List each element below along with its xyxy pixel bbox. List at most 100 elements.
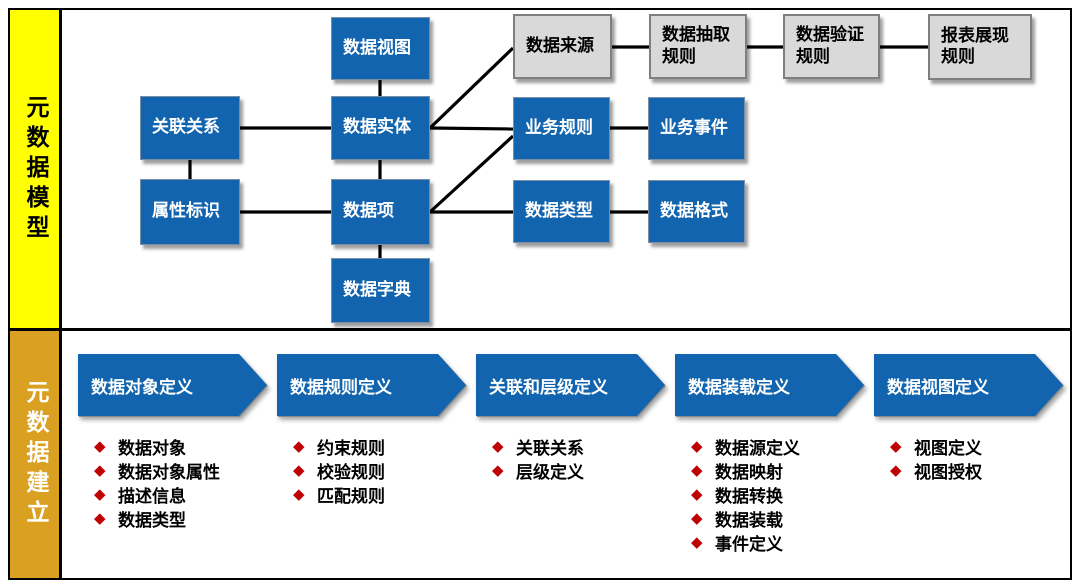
step-title: 数据对象定义: [91, 377, 193, 398]
model-node-label: 业务规则: [525, 117, 593, 138]
model-node-label: 关联关系: [152, 117, 220, 138]
diamond-bullet-icon: ◆: [691, 509, 703, 527]
step-item-list: ◆ 视图定义 ◆ 视图授权: [874, 434, 1063, 483]
step-item: ◆ 校验规则: [293, 458, 466, 483]
model-node-data-format: 数据格式: [648, 180, 745, 243]
model-node-label: 数据抽取 规则: [662, 25, 730, 67]
step-item: ◆ 视图定义: [890, 434, 1063, 459]
model-node-label: 数据实体: [343, 117, 411, 138]
model-node-extract-rule: 数据抽取 规则: [649, 14, 747, 79]
sidebar-section-metadata-model: 元数据模型: [10, 10, 59, 329]
model-node-label: 数据验证 规则: [796, 25, 864, 67]
diamond-bullet-icon: ◆: [94, 437, 106, 455]
step-item-label: 层级定义: [516, 462, 584, 483]
process-step-3: 关联和层级定义 ◆ 关联关系 ◆ 层级定义: [476, 354, 665, 483]
metadata-model-label: 元数据模型: [22, 94, 48, 245]
step-item: ◆ 约束规则: [293, 434, 466, 459]
step-arrow: 数据装载定义: [675, 354, 864, 416]
step-item: ◆ 数据装载: [691, 506, 864, 531]
step-arrow: 关联和层级定义: [476, 354, 665, 416]
diamond-bullet-icon: ◆: [492, 461, 504, 479]
model-node-report-rule: 报表展现 规则: [928, 14, 1032, 80]
step-item-label: 数据类型: [118, 510, 186, 531]
diamond-bullet-icon: ◆: [94, 461, 106, 479]
model-node-label: 数据格式: [660, 200, 728, 221]
model-node-biz-rule: 业务规则: [513, 97, 610, 160]
model-node-label: 报表展现 规则: [941, 25, 1009, 67]
step-item-label: 数据源定义: [715, 438, 800, 459]
diamond-bullet-icon: ◆: [293, 461, 305, 479]
model-node-biz-event: 业务事件: [648, 97, 745, 160]
step-item: ◆ 数据映射: [691, 458, 864, 483]
step-item: ◆ 事件定义: [691, 530, 864, 555]
model-node-label: 数据视图: [343, 37, 411, 58]
step-title: 数据装载定义: [688, 377, 790, 398]
step-title: 数据视图定义: [887, 377, 989, 398]
step-item: ◆ 数据类型: [94, 506, 267, 531]
model-node-data-item: 数据项: [331, 179, 430, 245]
sidebar-section-metadata-build: 元数据建立: [10, 331, 59, 578]
step-item: ◆数据转换: [691, 482, 864, 507]
step-item: ◆ 数据对象: [94, 434, 267, 459]
step-item-list: ◆ 关联关系 ◆ 层级定义: [476, 434, 665, 483]
step-item: ◆匹配规则: [293, 482, 466, 507]
model-node-relation: 关联关系: [140, 96, 240, 160]
step-arrow: 数据视图定义: [874, 354, 1063, 416]
diamond-bullet-icon: ◆: [890, 437, 902, 455]
sidebar-divider-line: [59, 10, 62, 578]
step-item-label: 数据装载: [715, 510, 783, 531]
model-node-data-source: 数据来源: [513, 14, 612, 79]
metadata-build-label: 元数据建立: [22, 379, 48, 530]
diamond-bullet-icon: ◆: [293, 437, 305, 455]
step-item-label: 视图定义: [914, 438, 982, 459]
model-node-label: 属性标识: [152, 201, 220, 222]
model-node-validate-rule: 数据验证 规则: [783, 14, 880, 79]
diamond-bullet-icon: ◆: [293, 485, 305, 503]
step-item-label: 校验规则: [317, 462, 385, 483]
diamond-bullet-icon: ◆: [691, 461, 703, 479]
model-node-attribute-id: 属性标识: [140, 179, 240, 245]
step-item-list: ◆ 约束规则 ◆ 校验规则◆匹配规则: [277, 434, 466, 507]
model-node-label: 数据来源: [526, 35, 594, 56]
step-item: ◆ 关联关系: [492, 434, 665, 459]
step-item-label: 关联关系: [516, 438, 584, 459]
model-node-label: 数据字典: [343, 279, 411, 300]
step-arrow: 数据规则定义: [277, 354, 466, 416]
step-item-label: 约束规则: [317, 438, 385, 459]
step-arrow-shape: 数据装载定义: [675, 354, 864, 416]
step-item-label: 视图授权: [914, 462, 982, 483]
step-arrow-shape: 关联和层级定义: [476, 354, 665, 416]
process-step-5: 数据视图定义 ◆ 视图定义 ◆ 视图授权: [874, 354, 1063, 483]
model-node-label: 业务事件: [660, 117, 728, 138]
step-arrow-shape: 数据对象定义: [78, 354, 267, 416]
step-item-label: 数据对象: [118, 438, 186, 459]
model-node-data-dict: 数据字典: [331, 258, 430, 323]
model-node-data-type: 数据类型: [513, 180, 610, 243]
step-item-list: ◆ 数据对象 ◆ 数据对象属性◆描述信息 ◆ 数据类型: [78, 434, 267, 531]
model-node-label: 数据类型: [525, 200, 593, 221]
step-arrow-shape: 数据视图定义: [874, 354, 1063, 416]
diamond-bullet-icon: ◆: [890, 461, 902, 479]
diamond-bullet-icon: ◆: [691, 533, 703, 551]
step-title: 关联和层级定义: [489, 377, 608, 398]
step-item: ◆ 数据源定义: [691, 434, 864, 459]
step-item: ◆描述信息: [94, 482, 267, 507]
step-item-label: 数据对象属性: [118, 462, 220, 483]
step-item-label: 事件定义: [715, 534, 783, 555]
diamond-bullet-icon: ◆: [691, 437, 703, 455]
diamond-bullet-icon: ◆: [94, 509, 106, 527]
section-divider-line: [10, 328, 1070, 331]
step-item-list: ◆ 数据源定义 ◆ 数据映射◆数据转换 ◆ 数据装载 ◆ 事件定义: [675, 434, 864, 555]
step-item: ◆ 视图授权: [890, 458, 1063, 483]
step-item-label: 数据映射: [715, 462, 783, 483]
step-arrow: 数据对象定义: [78, 354, 267, 416]
process-step-4: 数据装载定义 ◆ 数据源定义 ◆ 数据映射◆数据转换 ◆ 数据装载 ◆ 事件定义: [675, 354, 864, 555]
model-node-data-view: 数据视图: [331, 17, 430, 80]
model-node-label: 数据项: [343, 201, 394, 222]
step-item-label: 数据转换: [715, 486, 783, 507]
model-node-data-entity: 数据实体: [331, 96, 430, 160]
diamond-bullet-icon: ◆: [492, 437, 504, 455]
step-arrow-shape: 数据规则定义: [277, 354, 466, 416]
